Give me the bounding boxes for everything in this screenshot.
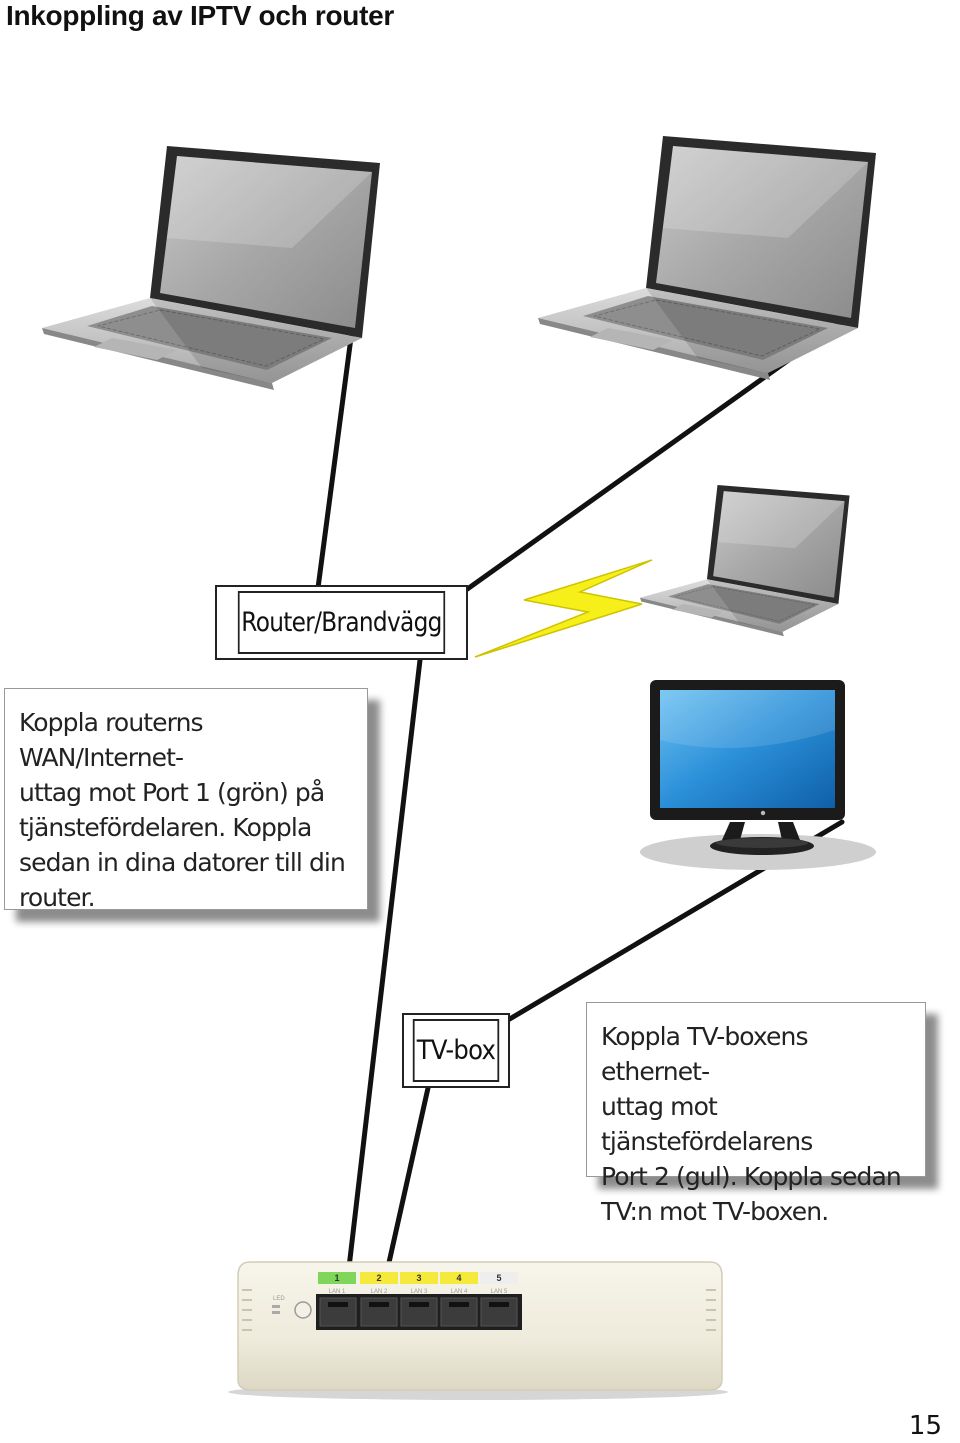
port-number-4: 4	[456, 1273, 461, 1283]
cable-tvbox-switch	[383, 1085, 431, 1279]
port-label-5	[480, 1272, 518, 1284]
tvbox-label-box: TV-box	[402, 1013, 510, 1088]
power-button	[294, 1301, 312, 1319]
tv-instruction-note: Koppla TV-boxens ethernet- uttag mot tjä…	[586, 1002, 926, 1226]
port-label-3	[400, 1272, 438, 1284]
note-line: uttag mot tjänstefördelarens	[601, 1092, 813, 1156]
port-lan-5: LAN 5	[491, 1289, 508, 1295]
note-line: tjänstefördelaren. Koppla	[19, 813, 312, 842]
port-lan-4: LAN 4	[451, 1289, 468, 1295]
port-lan-2: LAN 2	[371, 1289, 388, 1295]
router-label: Router/Brandvägg	[237, 591, 446, 654]
laptop-icon	[639, 484, 850, 637]
cable-laptop1-router	[315, 327, 355, 591]
page-title: Inkoppling av IPTV och router	[6, 0, 395, 31]
port-number-5: 5	[496, 1273, 501, 1283]
port-number-3: 3	[416, 1273, 421, 1283]
router-instruction-note: Koppla routerns WAN/Internet- uttag mot …	[4, 688, 368, 912]
network-switch-icon: 1 2 3 4 5 LAN 1 LAN 2 LAN 3 LAN 4 LAN 5 …	[228, 1261, 728, 1400]
lightning-bolt-icon	[474, 559, 653, 658]
tvbox-label: TV-box	[412, 1019, 500, 1082]
note-line: TV:n mot TV-boxen.	[601, 1197, 829, 1226]
page-number: 15	[908, 1411, 942, 1441]
laptop-icon	[537, 135, 877, 381]
note-line: router.	[19, 883, 96, 912]
tv-monitor-icon	[640, 680, 876, 870]
port-lan-1: LAN 1	[329, 1289, 346, 1295]
note-line: uttag mot Port 1 (grön) på	[19, 778, 325, 807]
note-line: sedan in dina datorer till din	[19, 848, 346, 877]
note-line: Koppla routerns WAN/Internet-	[19, 708, 204, 772]
laptop-icon	[41, 145, 381, 391]
port-label-4	[440, 1272, 478, 1284]
cable-router-switch	[345, 657, 423, 1279]
note-line: Koppla TV-boxens ethernet-	[601, 1022, 809, 1086]
led-label: LED	[273, 1296, 285, 1302]
port-label-1	[318, 1272, 356, 1284]
port-label-2	[360, 1272, 398, 1284]
port-number-1: 1	[334, 1273, 339, 1283]
port-lan-3: LAN 3	[411, 1289, 428, 1295]
port-number-2: 2	[376, 1273, 381, 1283]
note-line: Port 2 (gul). Koppla sedan	[601, 1162, 902, 1191]
router-label-box: Router/Brandvägg	[215, 585, 468, 660]
